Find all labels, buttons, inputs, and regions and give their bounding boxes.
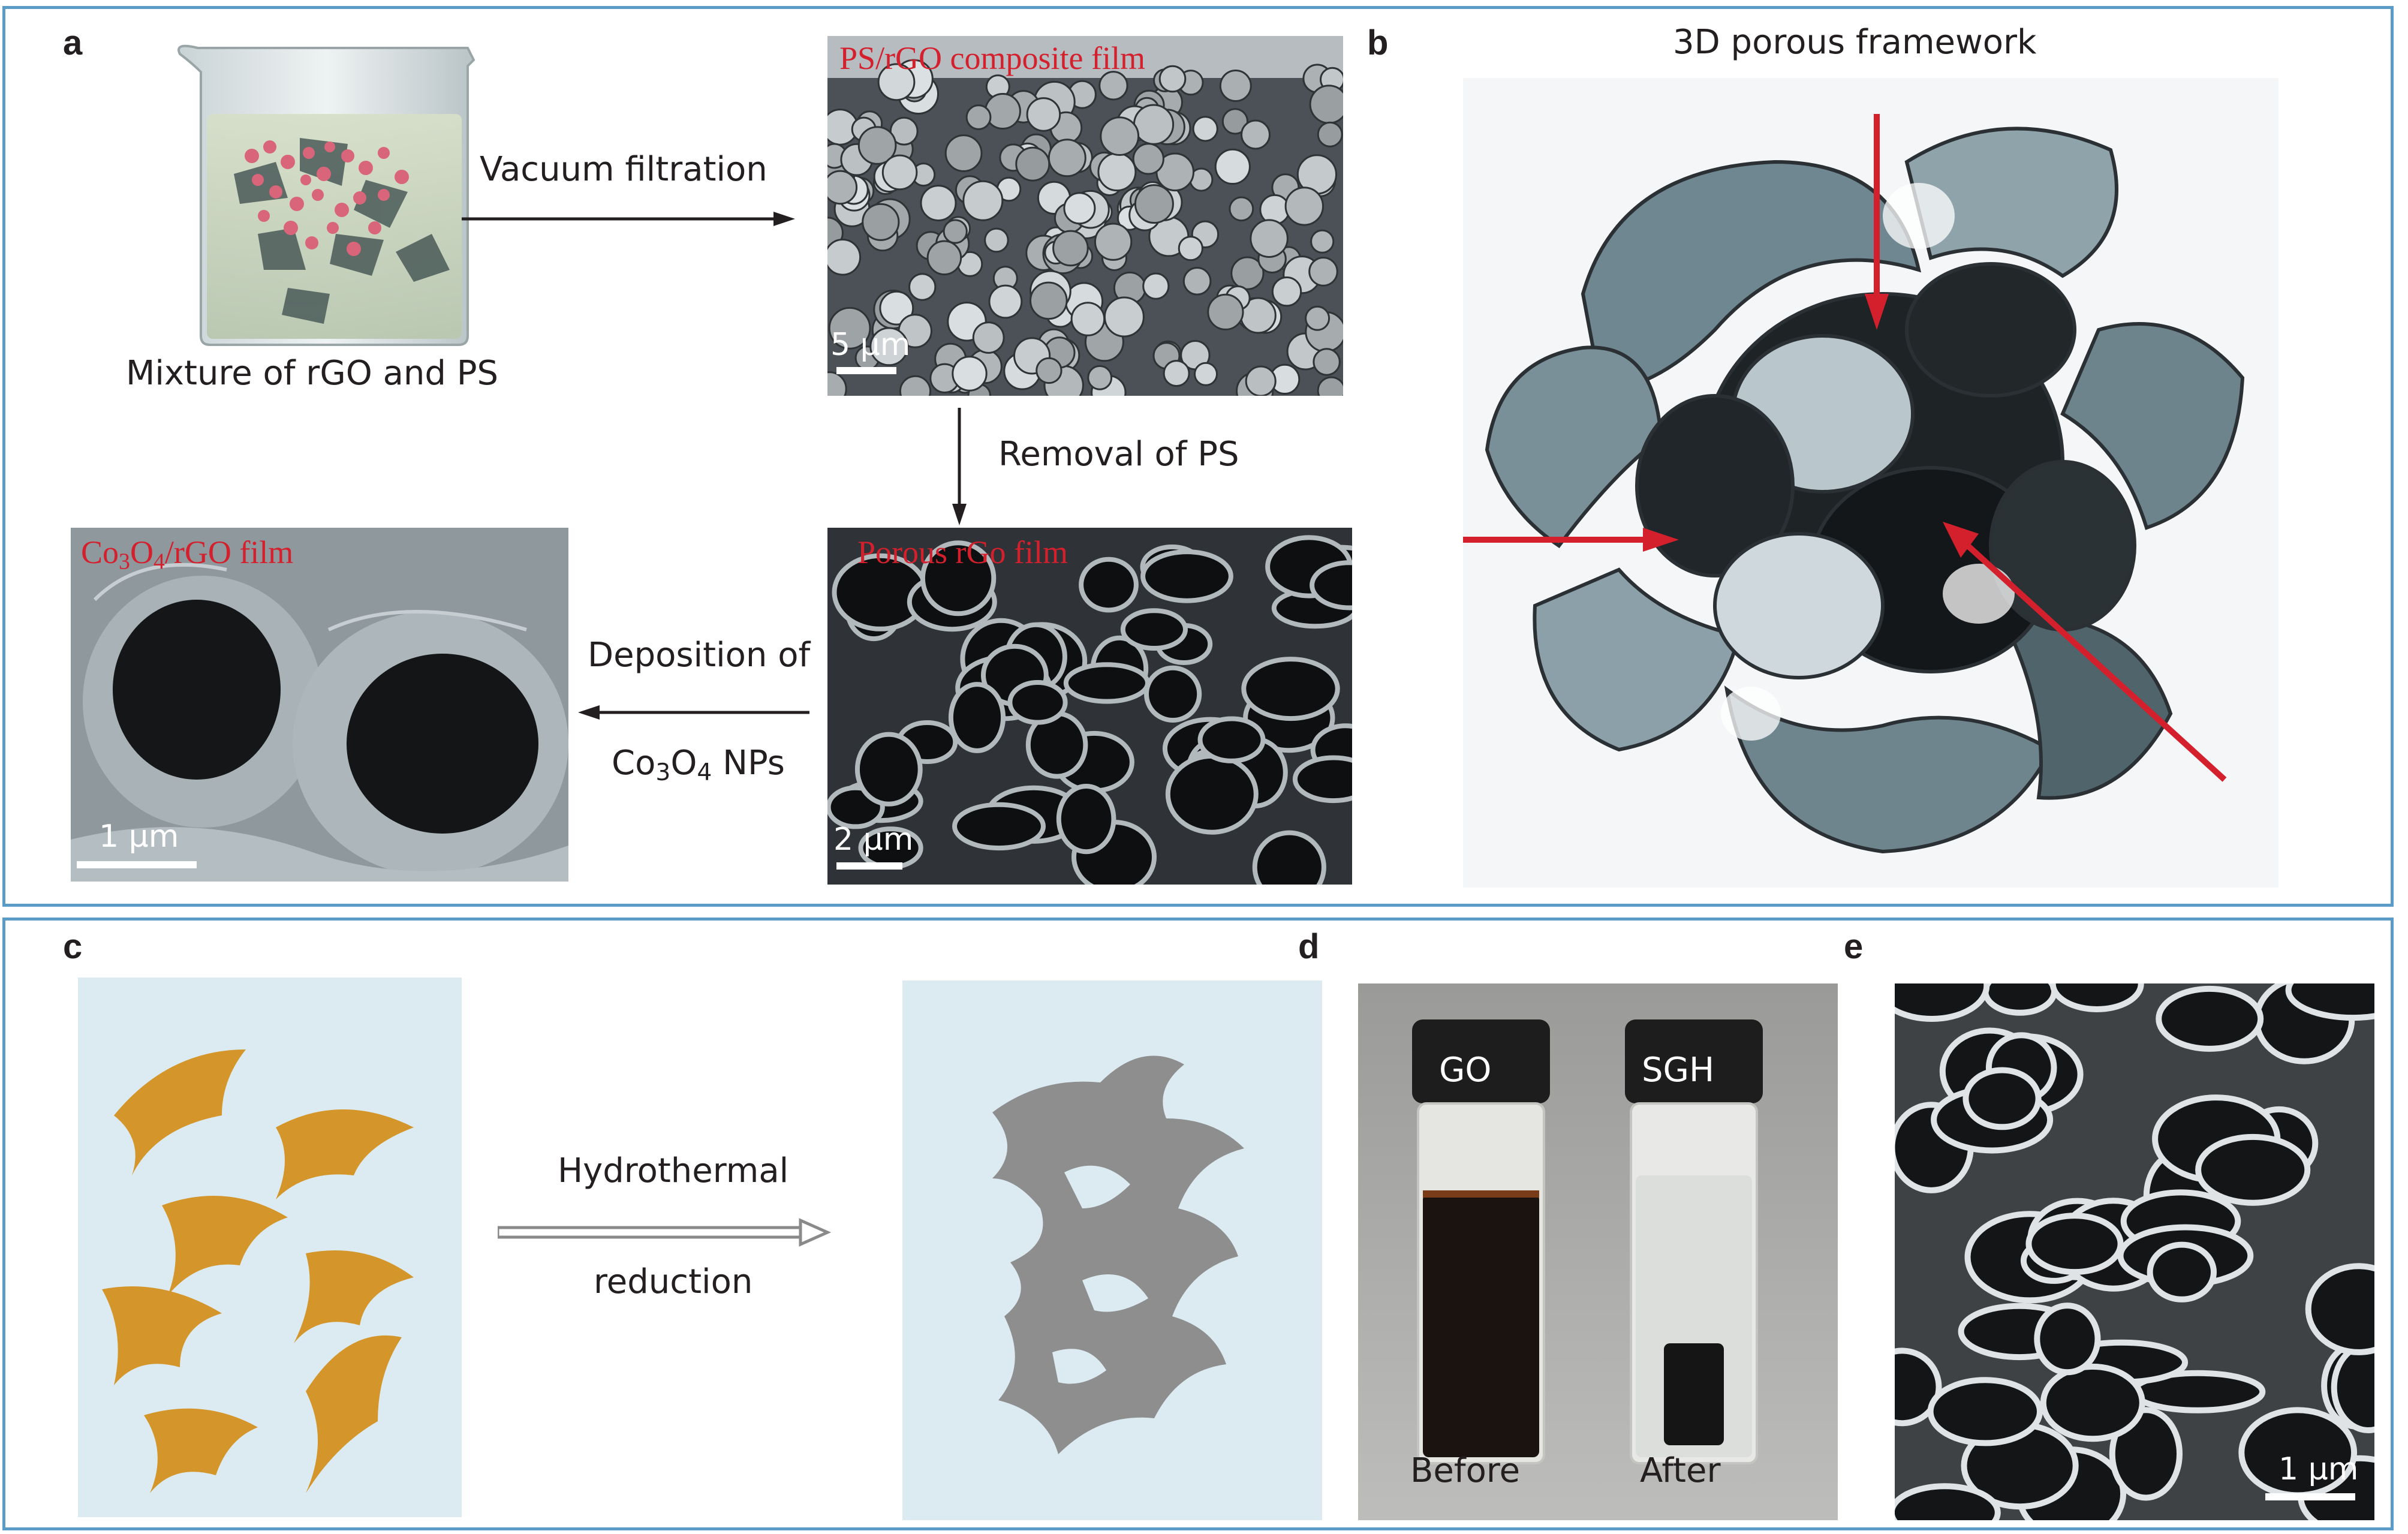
after-label: After (1640, 1451, 1721, 1490)
sem-e-scale-bar (2265, 1493, 2355, 1500)
sem2-title: Porous rGo film (857, 534, 1068, 570)
sem3-scale-label: 1 μm (99, 819, 179, 855)
panel-d-label: d (1298, 927, 1320, 966)
hydrothermal-label-2: reduction (594, 1262, 753, 1301)
panel-b-title: 3D porous framework (1673, 23, 2037, 62)
3d-porous-framework-render (1463, 78, 2278, 888)
arrow-right-1 (462, 207, 797, 231)
beaker-illustration (168, 36, 504, 348)
panel-c-label: c (63, 927, 83, 966)
arrow-left (576, 700, 815, 724)
sem3-title: Co3O4/rGO film (81, 534, 294, 575)
hollow-arrow-right (498, 1214, 833, 1250)
arrow-down (947, 408, 971, 528)
sem-graphene-network (1895, 983, 2374, 1520)
panel-b-label: b (1367, 23, 1389, 62)
sem2-scale-label: 2 μm (833, 822, 914, 858)
go-sheets-before (78, 977, 462, 1517)
graphene-hydrogel-after (902, 980, 1322, 1520)
vial1-cap-label: GO (1439, 1051, 1492, 1090)
sem3-scale-bar (77, 861, 197, 868)
sem1-scale-bar (836, 367, 896, 374)
beaker-caption: Mixture of rGO and PS (126, 354, 499, 393)
step-removal-ps-label: Removal of PS (998, 435, 1239, 474)
sem-e-scale-label: 1 μm (2278, 1451, 2359, 1487)
bottom-figure-frame (2, 918, 2394, 1530)
sem-ps-rgo-composite (827, 36, 1343, 396)
sem-porous-rgo (827, 528, 1352, 885)
panel-a-label: a (63, 23, 83, 62)
sem-co3o4-rgo (71, 528, 568, 882)
sem1-title: PS/rGO composite film (839, 40, 1145, 76)
vials-photo (1358, 983, 1838, 1520)
sem1-scale-label: 5 μm (830, 327, 911, 363)
vial2-cap-label: SGH (1642, 1051, 1715, 1090)
step-deposition-line1: Deposition of (588, 636, 811, 675)
top-figure-frame (2, 6, 2394, 907)
step-deposition-line2: Co3O4 NPs (612, 744, 785, 786)
step-vacuum-filtration-label: Vacuum filtration (480, 150, 767, 189)
sem2-scale-bar (836, 862, 902, 870)
panel-e-label: e (1844, 927, 1864, 966)
before-label: Before (1410, 1451, 1521, 1490)
hydrothermal-label-1: Hydrothermal (558, 1151, 789, 1190)
